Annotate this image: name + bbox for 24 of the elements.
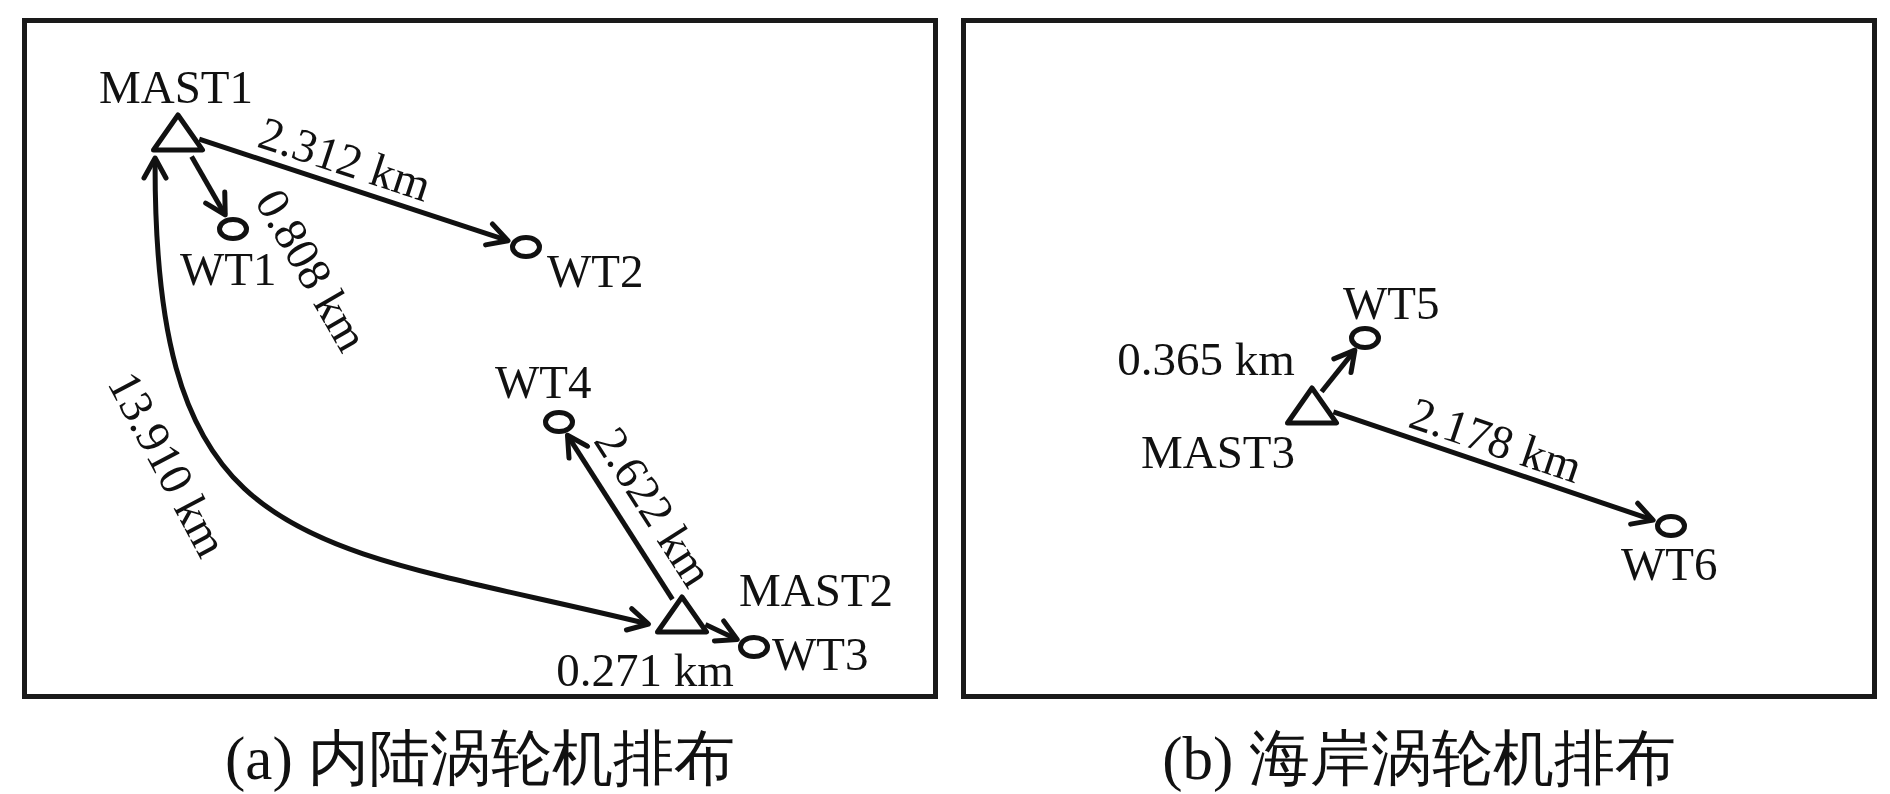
ring-icon bbox=[217, 216, 249, 241]
ring-icon bbox=[543, 410, 575, 434]
ring-icon bbox=[1654, 514, 1687, 538]
arrow bbox=[1332, 409, 1656, 527]
site-label: WT5 bbox=[1343, 282, 1440, 325]
triangle-icon bbox=[1283, 383, 1340, 426]
arrow bbox=[189, 155, 228, 218]
site-label: WT2 bbox=[547, 250, 644, 293]
site-label: MAST1 bbox=[99, 66, 254, 109]
arrow bbox=[565, 432, 675, 601]
ring-icon bbox=[1349, 325, 1381, 350]
ring-icon bbox=[737, 635, 770, 659]
curved-double-arrow bbox=[142, 155, 651, 633]
site-label: WT4 bbox=[495, 361, 592, 404]
triangle-icon bbox=[149, 111, 206, 153]
arrow bbox=[1319, 347, 1358, 394]
site-label: WT3 bbox=[772, 633, 869, 676]
arrow bbox=[198, 136, 511, 248]
site-label: MAST3 bbox=[1141, 431, 1296, 474]
arrow bbox=[704, 618, 740, 644]
site-label: WT6 bbox=[1621, 543, 1718, 586]
triangle-icon bbox=[653, 592, 710, 635]
site-label: MAST2 bbox=[739, 569, 894, 612]
ring-icon bbox=[509, 234, 542, 259]
